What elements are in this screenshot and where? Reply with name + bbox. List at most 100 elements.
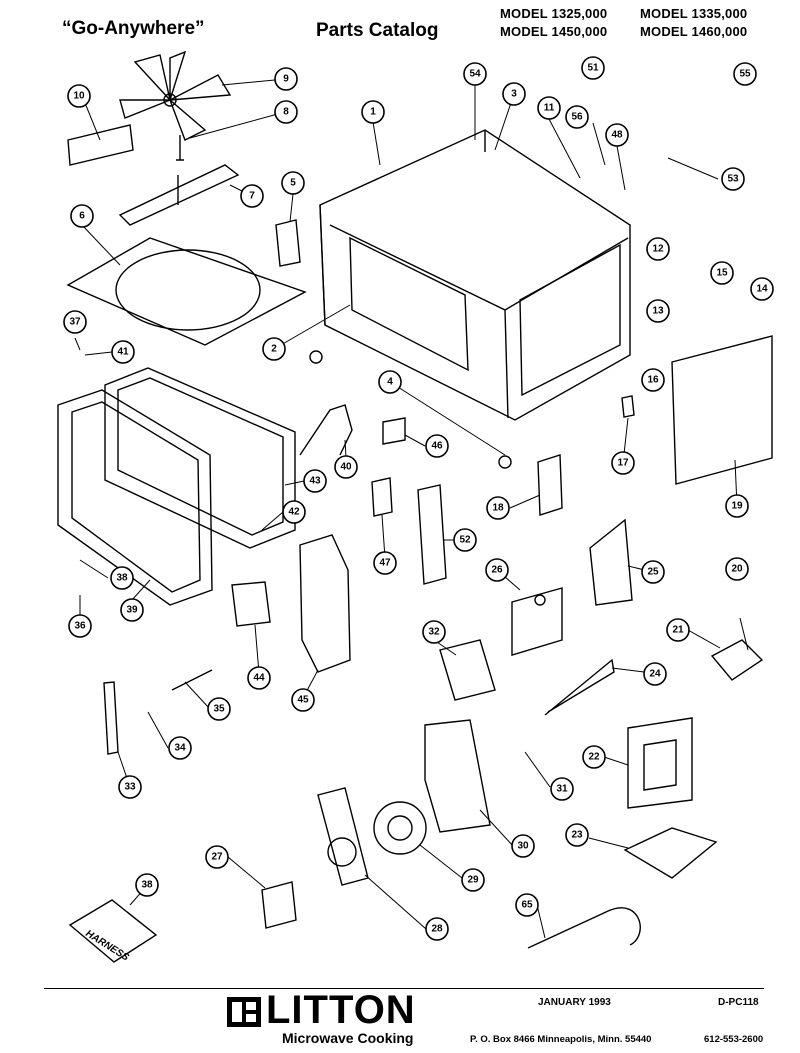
model-number-1: MODEL 1325,000	[500, 6, 608, 21]
callout-4: 4	[378, 370, 402, 394]
callout-52: 52	[453, 528, 477, 552]
svg-text:10: 10	[73, 91, 85, 102]
svg-text:27: 27	[211, 852, 223, 863]
callout-19: 19	[725, 494, 749, 518]
callout-29: 29	[461, 868, 485, 892]
svg-text:37: 37	[69, 317, 81, 328]
litton-logo: LITTON Microwave Cooking	[226, 988, 436, 1050]
callout-1: 1	[361, 100, 385, 124]
callout-43: 43	[303, 469, 327, 493]
svg-text:8: 8	[283, 107, 289, 118]
callout-17: 17	[611, 451, 635, 475]
svg-text:40: 40	[340, 462, 352, 473]
callout-48: 48	[605, 123, 629, 147]
callout-56: 56	[565, 105, 589, 129]
brand-name: LITTON	[266, 988, 416, 1032]
callout-11: 11	[537, 96, 561, 120]
svg-text:36: 36	[74, 621, 86, 632]
callout-40: 40	[334, 455, 358, 479]
callout-55: 55	[733, 62, 757, 86]
svg-text:30: 30	[517, 841, 529, 852]
callout-9: 9	[274, 67, 298, 91]
svg-text:43: 43	[309, 476, 321, 487]
callout-20: 20	[725, 557, 749, 581]
callout-53: 53	[721, 167, 745, 191]
svg-text:31: 31	[556, 784, 568, 795]
svg-text:39: 39	[126, 605, 138, 616]
svg-text:11: 11	[544, 103, 555, 114]
callout-37: 37	[63, 310, 87, 334]
svg-text:44: 44	[253, 673, 265, 684]
callout-38-bottom: 38	[135, 873, 159, 897]
svg-text:22: 22	[588, 752, 600, 763]
callout-44: 44	[247, 666, 271, 690]
callout-47: 47	[373, 551, 397, 575]
svg-text:28: 28	[431, 924, 443, 935]
svg-text:1: 1	[370, 107, 376, 118]
callout-31: 31	[550, 777, 574, 801]
svg-text:38: 38	[141, 880, 153, 891]
callout-45: 45	[291, 688, 315, 712]
callout-39: 39	[120, 598, 144, 622]
model-number-2: MODEL 1335,000	[640, 6, 748, 21]
company-phone: 612-553-2600	[704, 1034, 764, 1045]
svg-text:65: 65	[521, 900, 533, 911]
callout-30: 30	[511, 834, 535, 858]
svg-text:16: 16	[647, 375, 659, 386]
svg-text:19: 19	[731, 501, 743, 512]
part-drawings	[57, 50, 773, 963]
callout-41: 41	[111, 340, 135, 364]
svg-text:17: 17	[617, 458, 629, 469]
svg-text:26: 26	[491, 565, 503, 576]
callout-12: 12	[646, 237, 670, 261]
callout-8: 8	[274, 100, 298, 124]
model-number-4: MODEL 1460,000	[640, 24, 748, 39]
footer-divider	[44, 988, 764, 989]
publication-date: JANUARY 1993	[538, 997, 611, 1008]
svg-text:9: 9	[283, 74, 289, 85]
svg-text:52: 52	[459, 535, 471, 546]
svg-text:13: 13	[652, 306, 664, 317]
callout-18: 18	[486, 496, 510, 520]
svg-text:53: 53	[727, 174, 739, 185]
svg-text:5: 5	[290, 178, 296, 189]
model-number-3: MODEL 1450,000	[500, 24, 608, 39]
catalog-title: Parts Catalog	[316, 20, 439, 41]
callout-2: 2	[262, 337, 286, 361]
svg-text:32: 32	[428, 627, 440, 638]
svg-text:14: 14	[756, 284, 768, 295]
callout-38-top: 38	[110, 566, 134, 590]
callouts: 10 9 8 7 5 6 37 41 2 1 54 3 11 56 51 55 …	[63, 56, 774, 941]
svg-text:18: 18	[492, 503, 504, 514]
callout-27: 27	[205, 845, 229, 869]
callout-5: 5	[281, 171, 305, 195]
company-address: P. O. Box 8466 Minneapolis, Minn. 55440	[470, 1034, 652, 1045]
svg-text:15: 15	[716, 268, 728, 279]
document-code: D-PC118	[718, 997, 759, 1008]
svg-text:45: 45	[297, 695, 309, 706]
callout-24: 24	[643, 662, 667, 686]
svg-text:34: 34	[174, 743, 186, 754]
callout-16: 16	[641, 368, 665, 392]
callout-15: 15	[710, 261, 734, 285]
callout-35: 35	[207, 697, 231, 721]
svg-text:4: 4	[387, 377, 393, 388]
svg-text:12: 12	[652, 244, 664, 255]
callout-28: 28	[425, 917, 449, 941]
callout-21: 21	[666, 618, 690, 642]
svg-text:41: 41	[117, 347, 129, 358]
callout-34: 34	[168, 736, 192, 760]
callout-25: 25	[641, 560, 665, 584]
svg-text:25: 25	[647, 567, 659, 578]
svg-text:51: 51	[587, 63, 599, 74]
callout-23: 23	[565, 823, 589, 847]
svg-text:3: 3	[511, 89, 517, 100]
catalog-subtitle: “Go-Anywhere”	[62, 18, 205, 39]
svg-text:55: 55	[739, 69, 751, 80]
callout-51: 51	[581, 56, 605, 80]
callout-3: 3	[502, 82, 526, 106]
callout-14: 14	[750, 277, 774, 301]
svg-text:47: 47	[379, 558, 391, 569]
svg-text:42: 42	[288, 507, 300, 518]
